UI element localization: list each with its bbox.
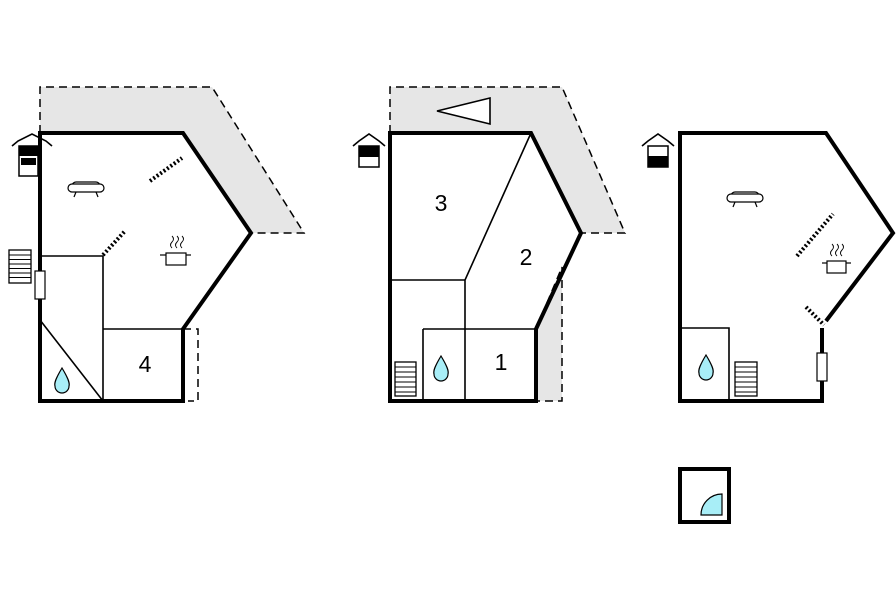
plan-first-floor: 3 2 1 [352, 86, 627, 403]
room-label-1: 1 [495, 349, 508, 375]
terrace-edge-right [183, 328, 199, 402]
water-drop-icon [433, 354, 449, 382]
house-entrance-icon [352, 133, 386, 168]
stair-hatch [795, 212, 835, 258]
water-drop-icon [698, 353, 714, 381]
shower-cabin [678, 467, 731, 524]
terrace-area-lower [535, 266, 563, 402]
room-label-4: 4 [139, 351, 152, 377]
plan-second-floor [641, 131, 896, 524]
cooking-pot-icon [160, 235, 191, 266]
terrace-area [389, 86, 627, 234]
stairs-icon [734, 361, 758, 397]
room-label-3: 3 [435, 190, 448, 216]
water-drop-icon [54, 366, 70, 394]
window-icon [34, 270, 46, 300]
outer-wall [678, 131, 896, 403]
stairs-icon [394, 361, 417, 397]
room-label-2: 2 [520, 244, 533, 270]
stair-hatch [148, 156, 184, 183]
north-arrow-icon [436, 96, 491, 126]
terrace-area [39, 86, 306, 234]
plan-ground-floor: 4 [8, 86, 306, 403]
stairs-icon [8, 249, 32, 284]
sofa-icon [726, 191, 764, 208]
inner-walls [680, 327, 730, 401]
house-entrance-icon [11, 133, 53, 177]
inner-walls [390, 132, 536, 401]
inner-wall-bathroom [39, 255, 104, 402]
house-entrance-icon [641, 133, 675, 168]
stair-hatch [804, 305, 826, 327]
window-icon [816, 352, 828, 382]
shower-icon [700, 493, 723, 516]
stair-hatch [101, 229, 127, 257]
sofa-icon [67, 181, 105, 198]
cooking-pot-icon [822, 243, 851, 274]
